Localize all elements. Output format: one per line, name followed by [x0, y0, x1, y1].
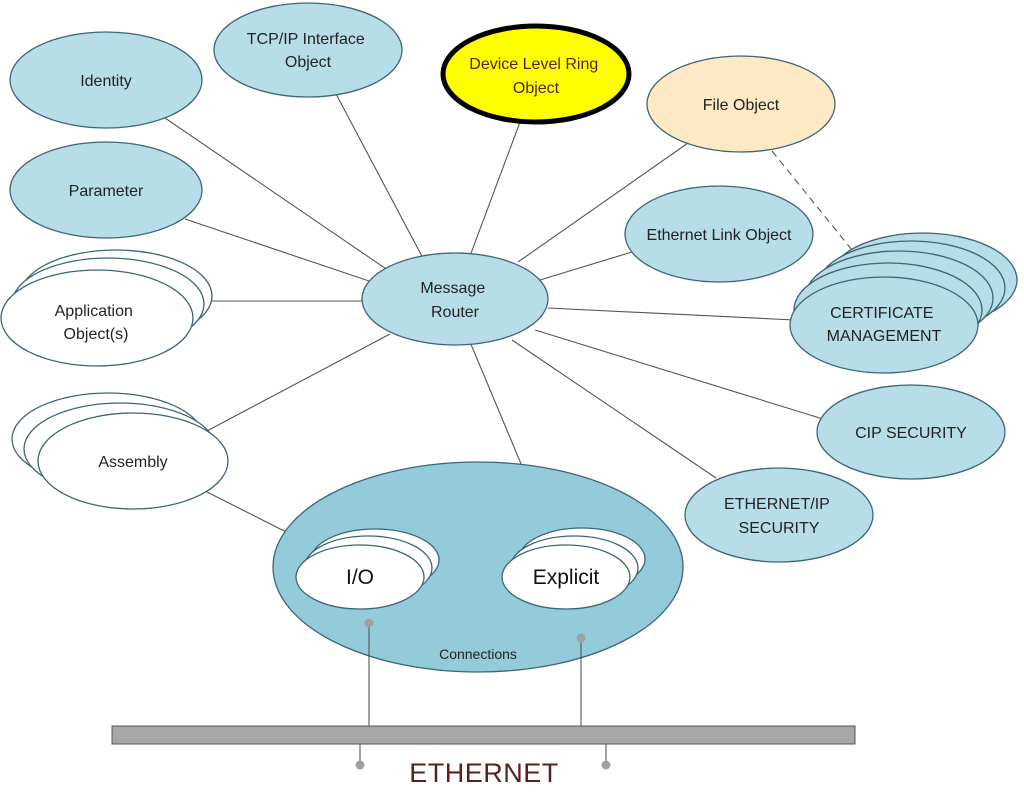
ethernet-bus: ETHERNET — [111, 725, 856, 788]
line-parameter — [184, 218, 373, 283]
connections-node: Connections I/O Explicit — [272, 461, 684, 673]
tcpip-label-line1: TCP/IP Interface — [247, 31, 365, 48]
tcpip-interface-node: TCP/IP Interface Object — [213, 2, 403, 98]
bus-drop-left-dot — [355, 760, 365, 770]
svg-text:Device Level Ring Object: Device Level Ring Object — [469, 56, 602, 97]
line-tcpip — [334, 91, 426, 263]
connections-label: Connections — [439, 646, 517, 662]
line-file-certificate — [771, 150, 857, 256]
explicit-label: Explicit — [533, 566, 600, 589]
parameter-label: Parameter — [69, 183, 144, 200]
tcpip-label-line2: Object — [285, 54, 332, 71]
application-label-line2: Object(s) — [64, 326, 129, 343]
message-router-node: Message Router — [361, 252, 549, 346]
line-identity — [164, 117, 396, 276]
certificate-management-node: CERTIFICATE MANAGEMENT — [789, 232, 1018, 374]
explicit-tap-dot — [576, 633, 586, 643]
message-router-label-line1: Message — [420, 280, 485, 297]
certificate-label-line1: CERTIFICATE — [830, 305, 933, 322]
line-certificate — [547, 307, 796, 321]
line-dlr — [469, 121, 521, 257]
ethernet-link-node: Ethernet Link Object — [624, 185, 814, 283]
identity-node: Identity — [9, 31, 203, 129]
dlr-label-line2: Object — [513, 80, 560, 97]
line-assembly — [204, 333, 391, 433]
enip-security-label-line2: SECURITY — [739, 520, 820, 537]
file-object-label: File Object — [703, 97, 780, 114]
ethernet-link-label: Ethernet Link Object — [647, 227, 793, 244]
ethernet-taps — [364, 618, 586, 726]
line-file — [517, 142, 689, 263]
bus-drop-right-dot — [601, 760, 611, 770]
cip-security-label: CIP SECURITY — [855, 425, 967, 442]
certificate-label-line2: MANAGEMENT — [827, 328, 942, 345]
svg-text:CERTIFICATE MANAGEMENT: CERTIFICATE MANAGEMENT — [827, 305, 942, 345]
enip-security-label-line1: ETHERNET/IP — [724, 496, 830, 513]
application-label-line1: Application — [55, 303, 133, 320]
svg-text:TCP/IP Interface Object: TCP/IP Interface Object — [247, 31, 369, 71]
assembly-node: Assembly — [11, 392, 229, 510]
message-router-label-line2: Router — [431, 304, 480, 321]
application-objects-node: Application Object(s) — [0, 249, 213, 367]
device-level-ring-node: Device Level Ring Object — [440, 23, 632, 125]
svg-text:Message Router: Message Router — [420, 280, 489, 321]
svg-text:Application Object(s): Application Object(s) — [55, 303, 138, 343]
dlr-label-line1: Device Level Ring — [469, 56, 598, 73]
io-connection-node: I/O — [295, 528, 440, 610]
io-label: I/O — [346, 566, 374, 589]
ethernet-label: ETHERNET — [409, 758, 559, 788]
enip-security-node: ETHERNET/IP SECURITY — [684, 467, 874, 563]
line-ethernet-link — [539, 251, 633, 281]
cip-security-node: CIP SECURITY — [816, 384, 1006, 480]
line-enip-security — [511, 339, 717, 479]
io-tap-dot — [364, 618, 374, 628]
assembly-label: Assembly — [98, 454, 167, 471]
ethernet-bus-bar — [111, 725, 856, 745]
explicit-connection-node: Explicit — [501, 527, 646, 610]
parameter-node: Parameter — [9, 141, 203, 239]
line-cip-security — [534, 329, 824, 420]
identity-label: Identity — [80, 73, 132, 90]
svg-text:ETHERNET/IP SECURITY: ETHERNET/IP SECURITY — [724, 496, 834, 537]
file-object-node: File Object — [646, 55, 836, 153]
